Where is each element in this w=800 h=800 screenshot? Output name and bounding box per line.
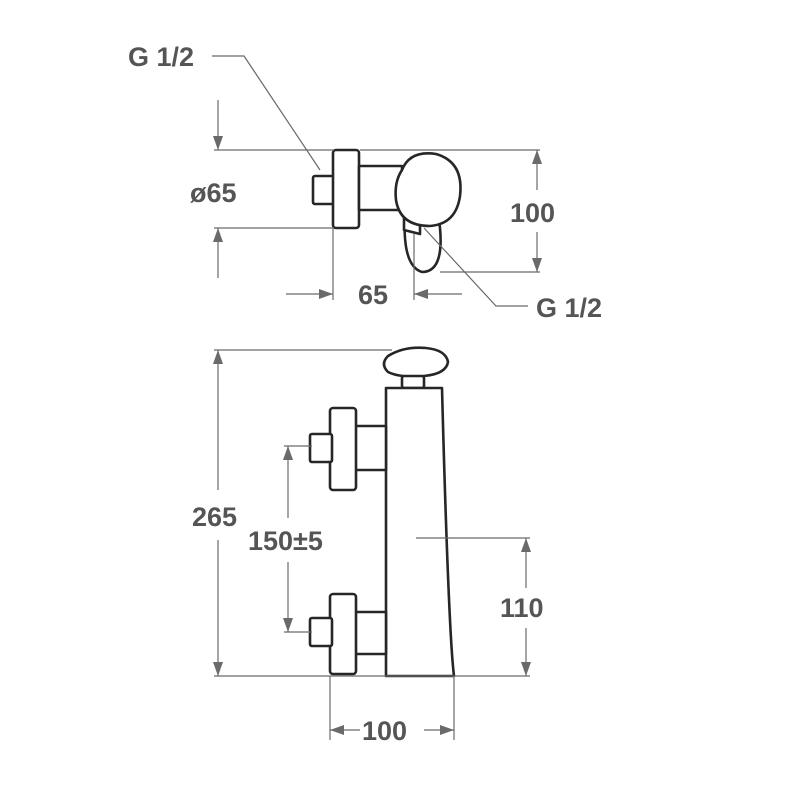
dim-outlet-arrow-bottom xyxy=(521,662,531,676)
dim-spacing-arrow-top xyxy=(283,446,293,460)
front-connector-bottom xyxy=(308,616,334,648)
dim-depth-arrow-bottom xyxy=(532,258,542,272)
side-handle-knob xyxy=(394,152,462,228)
dim-offset-arrow-right xyxy=(414,289,428,299)
side-wall-flange xyxy=(331,148,361,230)
leader-thread-outlet xyxy=(423,227,528,307)
front-body xyxy=(384,386,456,678)
dim-outlet-arrow-top xyxy=(521,538,531,552)
label-depth: 100 xyxy=(510,198,555,228)
label-width: 100 xyxy=(362,716,407,746)
label-inlet-spacing: 150±5 xyxy=(248,526,323,556)
front-handle-knob xyxy=(382,346,450,378)
dim-width-arrow-left xyxy=(330,725,344,735)
front-flange-bottom xyxy=(328,592,358,676)
dim-depth-arrow-top xyxy=(532,150,542,164)
dim-diameter-arrow-bottom xyxy=(213,228,223,242)
front-connector-top xyxy=(308,432,334,464)
dim-diameter-arrow-top xyxy=(213,136,223,150)
label-thread-outlet: G 1/2 xyxy=(536,293,602,323)
label-spout-offset: 65 xyxy=(358,280,388,310)
dim-offset-arrow-left xyxy=(319,289,333,299)
front-view xyxy=(213,346,531,740)
label-diameter: ø65 xyxy=(190,178,237,208)
front-arm-bottom xyxy=(352,610,388,656)
label-height-total: 265 xyxy=(192,502,237,532)
front-arm-top xyxy=(352,424,388,472)
label-outlet-height: 110 xyxy=(500,593,544,623)
dim-height-arrow-bottom xyxy=(213,662,223,676)
side-view xyxy=(212,55,542,307)
front-flange-top xyxy=(328,406,358,492)
label-thread-inlet-top: G 1/2 xyxy=(128,42,194,72)
dim-height-arrow-top xyxy=(213,350,223,364)
dim-width-arrow-right xyxy=(440,725,454,735)
leader-thread-top xyxy=(212,55,321,171)
front-handle-stem xyxy=(400,374,426,390)
dim-spacing-arrow-bottom xyxy=(283,618,293,632)
